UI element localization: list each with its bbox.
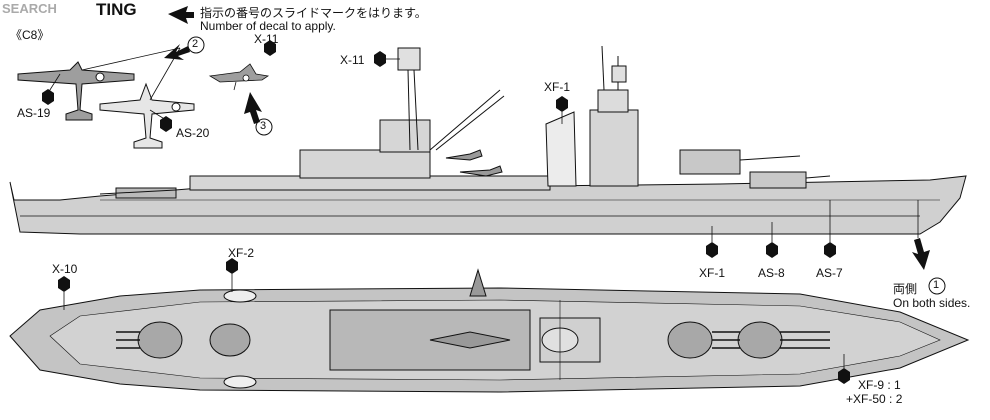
marker-xf9 [838,368,850,384]
code-label: 《C8》 [10,28,50,42]
aircraft-top-view-as20 [99,82,195,149]
marker-leader-lines [47,58,845,368]
marker-as8 [766,242,778,258]
label-x10: X-10 [52,262,78,276]
marker-x11-mast [374,51,386,67]
aircraft-side-view [208,63,270,91]
instruction-jp: 指示の番号のスライドマークをはります。 [200,6,427,20]
step-3: 3 [260,120,267,132]
label-xf1-bottom: XF-1 [699,266,726,280]
watermark-text: SEARCH [2,1,57,16]
legend-arrow-icon [168,6,194,24]
both-sides-arrow-icon [912,200,930,270]
step-2: 2 [192,38,199,50]
ship-top-view [9,268,970,393]
label-as19: AS-19 [17,106,51,120]
note-en: On both sides. [893,296,971,310]
title-fragment: TING [96,0,137,19]
marker-xf1-top [556,96,568,112]
marker-x10 [58,276,70,292]
note-jp: 両側 [893,282,918,296]
marker-xf2 [226,258,238,274]
aircraft-top-view-as19 [17,61,135,121]
label-as8: AS-8 [758,266,785,280]
decal-markers [42,40,850,384]
instruction-en: Number of decal to apply. [200,19,336,33]
marker-x11-plane [264,40,276,56]
step3-arrow-icon [244,92,262,124]
marker-as19 [42,89,54,105]
label-xf50: +XF-50 : 2 [846,392,903,406]
marker-as20 [160,116,172,132]
step2-arrow-icon [164,44,190,60]
marker-xf1-bottom [706,242,718,258]
step-circles [187,36,946,295]
label-xf9: XF-9 : 1 [858,378,901,392]
label-x11-plane: X-11 [254,32,279,46]
label-as7: AS-7 [816,266,843,280]
step-1: 1 [933,279,940,291]
label-xf2: XF-2 [228,246,255,260]
ship-side-profile [9,45,967,235]
label-xf1-top: XF-1 [544,80,571,94]
label-x11-mast: X-11 [340,53,365,67]
marker-as7 [824,242,836,258]
label-as20: AS-20 [176,126,210,140]
